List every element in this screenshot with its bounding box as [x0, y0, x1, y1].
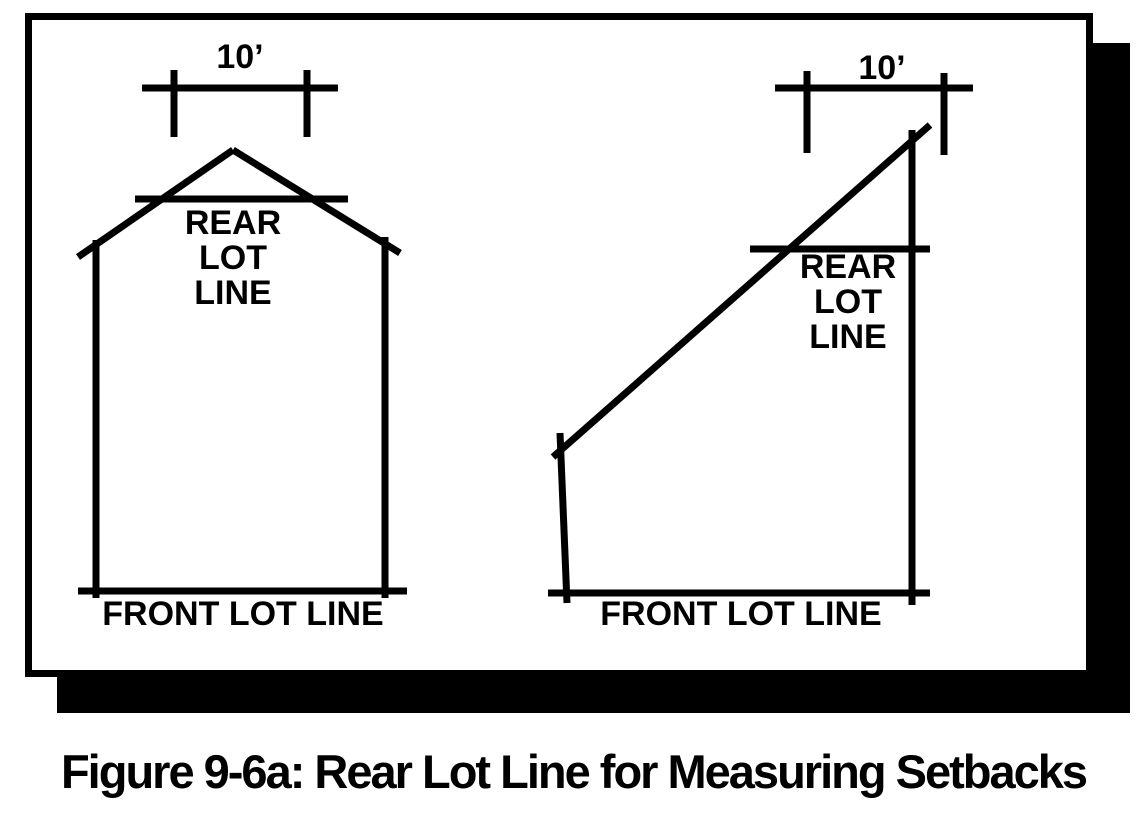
right-lot-diagonal-rear-line	[550, 122, 933, 460]
right-lot-rear-lot-line-label: REAR LOT LINE	[799, 248, 897, 356]
left-lot-front-lot-line-label: FRONT LOT LINE	[102, 595, 384, 633]
left-lot-dimension-label: 10’	[216, 38, 264, 76]
figure-caption: Figure 9-6a: Rear Lot Line for Measuring…	[60, 745, 1088, 798]
right-lot-front-lot-line-label: FRONT LOT LINE	[600, 595, 882, 633]
right-lot-left-side	[556, 432, 571, 604]
left-lot-rear-lot-line-label: REAR LOT LINE	[184, 204, 282, 312]
right-lot-dimension-label: 10’	[858, 49, 906, 87]
left-lot-left-slope	[76, 147, 235, 260]
